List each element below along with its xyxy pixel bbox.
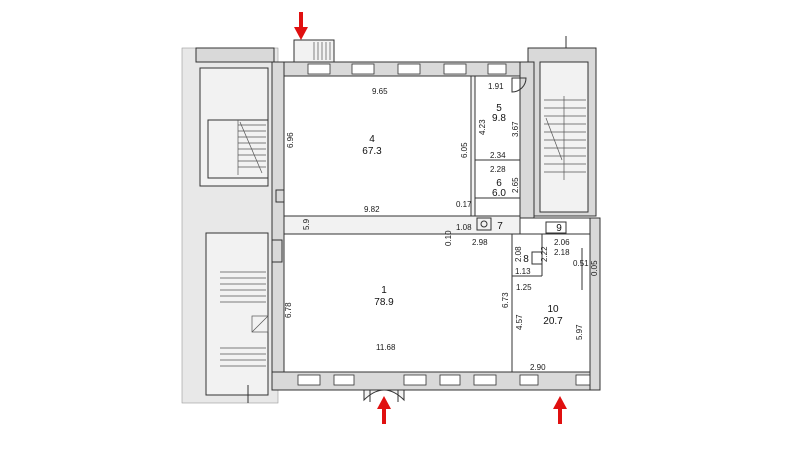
dim-label: 9.82 (364, 205, 380, 214)
dim-label: 4.57 (515, 314, 524, 330)
dim-label: 6.73 (501, 292, 510, 308)
entrance-arrow-bottom-center (377, 396, 391, 424)
dim-label: 2.06 (554, 238, 570, 247)
bottom-windows (297, 374, 591, 386)
main-premises-walls (271, 61, 601, 391)
dim-label: 1.25 (516, 283, 532, 292)
right-stair-icon (544, 96, 586, 180)
dim-label: 0.05 (590, 260, 599, 276)
left-upper-stair-icon (237, 120, 266, 175)
room-9-number: 9 (556, 223, 562, 234)
dim-label: 5.9 (302, 218, 311, 230)
room-5-area: 9.8 (492, 113, 506, 124)
entrance-arrow-bottom-right (553, 396, 567, 424)
room-7-number: 7 (497, 221, 503, 232)
dim-label: 2.98 (472, 238, 488, 247)
dim-label: 3.67 (511, 121, 520, 137)
room-4-number: 4 (369, 134, 375, 145)
dim-label: 4.23 (478, 119, 487, 135)
room-4-area: 67.3 (362, 146, 382, 157)
dim-label: 0.51 (573, 259, 589, 268)
right-stair-tower (527, 36, 597, 217)
dim-label: 6.05 (460, 142, 469, 158)
dim-label: 11.68 (376, 343, 396, 352)
dim-label: 2.65 (511, 177, 520, 193)
room-6-number: 6 (496, 178, 502, 189)
dim-label: 5.97 (575, 324, 584, 340)
bottom-entrance-porch (363, 389, 405, 402)
room-1-area: 78.9 (374, 297, 394, 308)
top-windows (307, 63, 507, 75)
dim-label: 6.96 (286, 132, 295, 148)
dim-label: 2.22 (540, 246, 549, 262)
dim-label: 2.28 (490, 165, 506, 174)
dim-label: 1.91 (488, 82, 504, 91)
dim-label: 2.90 (530, 363, 546, 372)
dim-label: 2.08 (514, 246, 523, 262)
dim-label: 9.65 (372, 87, 388, 96)
dim-label: 1.08 (456, 223, 472, 232)
left-neighbor-building (181, 47, 279, 404)
room-6-area: 6.0 (492, 188, 506, 199)
room-1-number: 1 (381, 285, 387, 296)
dim-label: 0.17 (456, 200, 472, 209)
dim-label: 2.34 (490, 151, 506, 160)
room-10-area: 20.7 (543, 316, 563, 327)
room-8-number: 8 (523, 254, 529, 265)
left-lower-stair-icon (220, 271, 269, 367)
top-entrance-stairs (293, 39, 335, 63)
dim-label: 1.13 (515, 267, 531, 276)
room-10-number: 10 (547, 304, 559, 315)
room-5-number: 5 (496, 103, 502, 114)
dim-label: 0.10 (444, 230, 453, 246)
dim-label: 2.18 (554, 248, 570, 257)
dim-label: 6.78 (284, 302, 293, 318)
entrance-arrow-top (294, 12, 308, 40)
